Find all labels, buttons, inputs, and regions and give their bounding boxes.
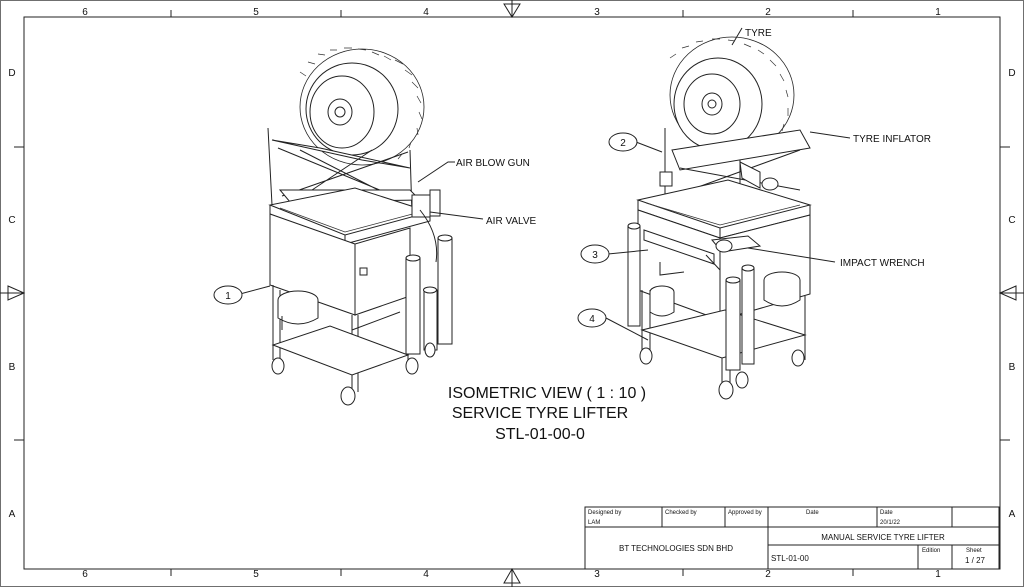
col-label-top-6: 6: [82, 7, 88, 18]
tb-designed-by-label: Designed by: [588, 510, 621, 516]
callout-impact-wrench: IMPACT WRENCH: [840, 258, 925, 269]
col-label-top-5: 5: [253, 7, 259, 18]
leader-lines: [239, 27, 851, 341]
right-tyre: [669, 36, 795, 154]
left-air-valve-assembly: [411, 189, 441, 263]
tb-date-label-1: Date: [806, 510, 819, 516]
tb-sheet-value: 1 / 27: [965, 556, 986, 565]
view-title-scale: ISOMETRIC VIEW ( 1 : 10 ): [448, 385, 646, 402]
row-label-right-a: A: [1009, 509, 1016, 520]
callout-air-blow-gun: AIR BLOW GUN: [456, 158, 530, 169]
col-label-top-2: 2: [765, 7, 771, 18]
tb-part-number: STL-01-00: [771, 554, 809, 563]
col-label-bottom-3: 3: [594, 569, 600, 580]
col-label-top-3: 3: [594, 7, 600, 18]
row-label-right-d: D: [1008, 68, 1015, 79]
row-label-right-b: B: [1009, 362, 1016, 373]
row-label-left-c: C: [8, 215, 15, 226]
row-label-left-a: A: [9, 509, 16, 520]
col-label-bottom-1: 1: [935, 569, 941, 580]
tb-approved-by-label: Approved by: [728, 510, 762, 516]
zone-ticks: [14, 10, 1010, 576]
svg-text:3: 3: [592, 250, 598, 261]
left-cart-frame: [271, 285, 410, 392]
col-label-top-4: 4: [423, 7, 429, 18]
callout-air-valve: AIR VALVE: [486, 216, 537, 227]
zone-labels: 6 5 4 3 2 1 6 5 4 3 2 1 D C B A D C B A: [8, 7, 1015, 580]
left-tyre: [299, 47, 425, 166]
left-gas-cylinders: [405, 234, 453, 355]
view-title-name: SERVICE TYRE LIFTER: [452, 405, 628, 422]
right-isometric-view: [627, 36, 812, 400]
tb-drawing-title: MANUAL SERVICE TYRE LIFTER: [821, 533, 945, 542]
col-label-bottom-2: 2: [765, 569, 771, 580]
col-label-bottom-6: 6: [82, 569, 88, 580]
row-label-left-d: D: [8, 68, 15, 79]
inner-border: [23, 16, 1001, 570]
col-label-bottom-5: 5: [253, 569, 259, 580]
svg-text:2: 2: [620, 138, 626, 149]
tb-date-value: 20/1/22: [880, 520, 901, 526]
tb-checked-by-label: Checked by: [665, 510, 697, 516]
tb-date-label-2: Date: [880, 510, 893, 516]
tb-edition-label: Edition: [922, 548, 940, 554]
right-cart-frame: [640, 262, 807, 386]
row-label-right-c: C: [1008, 215, 1015, 226]
balloon-4: 4: [577, 308, 607, 328]
right-castor-wheels: [639, 347, 805, 400]
right-lift-arms: [659, 128, 811, 220]
svg-text:1: 1: [225, 291, 231, 302]
tb-sheet-label: Sheet: [966, 548, 982, 554]
col-label-top-1: 1: [935, 7, 941, 18]
balloon-2: 2: [608, 132, 638, 152]
callout-tyre: TYRE: [745, 28, 772, 39]
col-label-bottom-4: 4: [423, 569, 429, 580]
left-isometric-view: [267, 47, 453, 406]
view-title-code: STL-01-00-0: [495, 426, 585, 443]
right-impact-wrench-assembly: [705, 161, 779, 271]
svg-text:4: 4: [589, 314, 595, 325]
balloon-1: 1: [213, 285, 243, 305]
tb-company: BT TECHNOLOGIES SDN BHD: [619, 544, 733, 553]
left-castor-wheels: [271, 342, 436, 406]
title-block: Designed by LAM Checked by Approved by D…: [584, 506, 1000, 570]
row-label-left-b: B: [9, 362, 16, 373]
callout-tyre-inflator: TYRE INFLATOR: [853, 134, 931, 145]
balloon-3: 3: [580, 244, 610, 264]
tb-designed-by-value: LAM: [588, 520, 600, 526]
